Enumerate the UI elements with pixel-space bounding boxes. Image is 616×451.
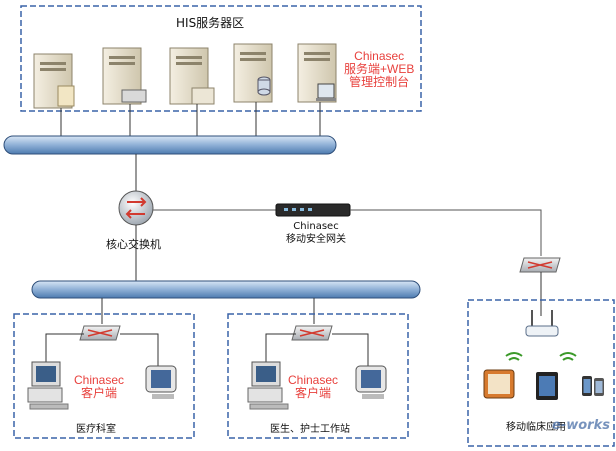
server-2: [102, 47, 147, 105]
zone2-switch-icon: [291, 325, 333, 341]
server-product-label-line1: Chinasec: [354, 49, 405, 63]
zone2-pc-2: [355, 365, 387, 399]
mobile-switch-icon: [519, 257, 561, 273]
zone3-label: 移动临床应用: [506, 422, 566, 433]
zone1-client-label: Chinasec 客户端: [74, 374, 124, 400]
core-switch-label: 核心交换机: [106, 238, 161, 251]
zone1-switch-icon: [79, 325, 121, 341]
server-5: [297, 43, 337, 103]
zone2-client-label: Chinasec 客户端: [288, 374, 338, 400]
watermark: e-works: [552, 418, 610, 433]
wifi-signal-icon: [505, 352, 577, 361]
zone1-client-line2: 客户端: [81, 386, 118, 400]
server-zone-title: HIS服务器区: [176, 16, 245, 30]
zone1-pc-2: [145, 365, 177, 399]
core-switch-icon: [118, 190, 154, 226]
gateway-label: Chinasec 移动安全网关: [278, 220, 354, 246]
smartphone-icon: [582, 376, 604, 396]
zone1-client-line1: Chinasec: [74, 373, 125, 387]
server-bus: [3, 135, 337, 155]
gateway-to-mobile-line: [350, 209, 542, 256]
zone2-client-line2: 客户端: [295, 386, 332, 400]
client-bus: [31, 280, 421, 299]
server-zone-border: [20, 5, 422, 112]
server-drop-lines: [60, 102, 321, 136]
server-product-label-line2: 服务端+WEB: [344, 62, 415, 76]
server-4: [233, 43, 273, 103]
server-product-label: Chinasec 服务端+WEB 管理控制台: [344, 50, 414, 89]
server-product-label-line3: 管理控制台: [349, 75, 410, 89]
zone-drop-lines: [101, 298, 315, 324]
server-3: [169, 47, 215, 105]
ipad-icon: [536, 372, 558, 400]
gateway-device-icon: [275, 203, 351, 217]
gateway-sub-label: 移动安全网关: [286, 234, 346, 245]
zone-mobile-border: [467, 299, 615, 447]
gateway-name: Chinasec: [293, 221, 339, 232]
server-1: [33, 53, 75, 109]
zone-workstation-border: [227, 313, 409, 439]
wireless-ap-icon: [525, 310, 559, 337]
zone1-pc-1: [27, 361, 69, 410]
tablet-device-icon: [483, 369, 515, 399]
zone2-client-line1: Chinasec: [288, 373, 339, 387]
zone1-label: 医疗科室: [76, 424, 116, 435]
zone2-pc-1: [247, 361, 289, 410]
zone2-label: 医生、护士工作站: [270, 424, 350, 435]
zone-medical-border: [13, 313, 195, 439]
